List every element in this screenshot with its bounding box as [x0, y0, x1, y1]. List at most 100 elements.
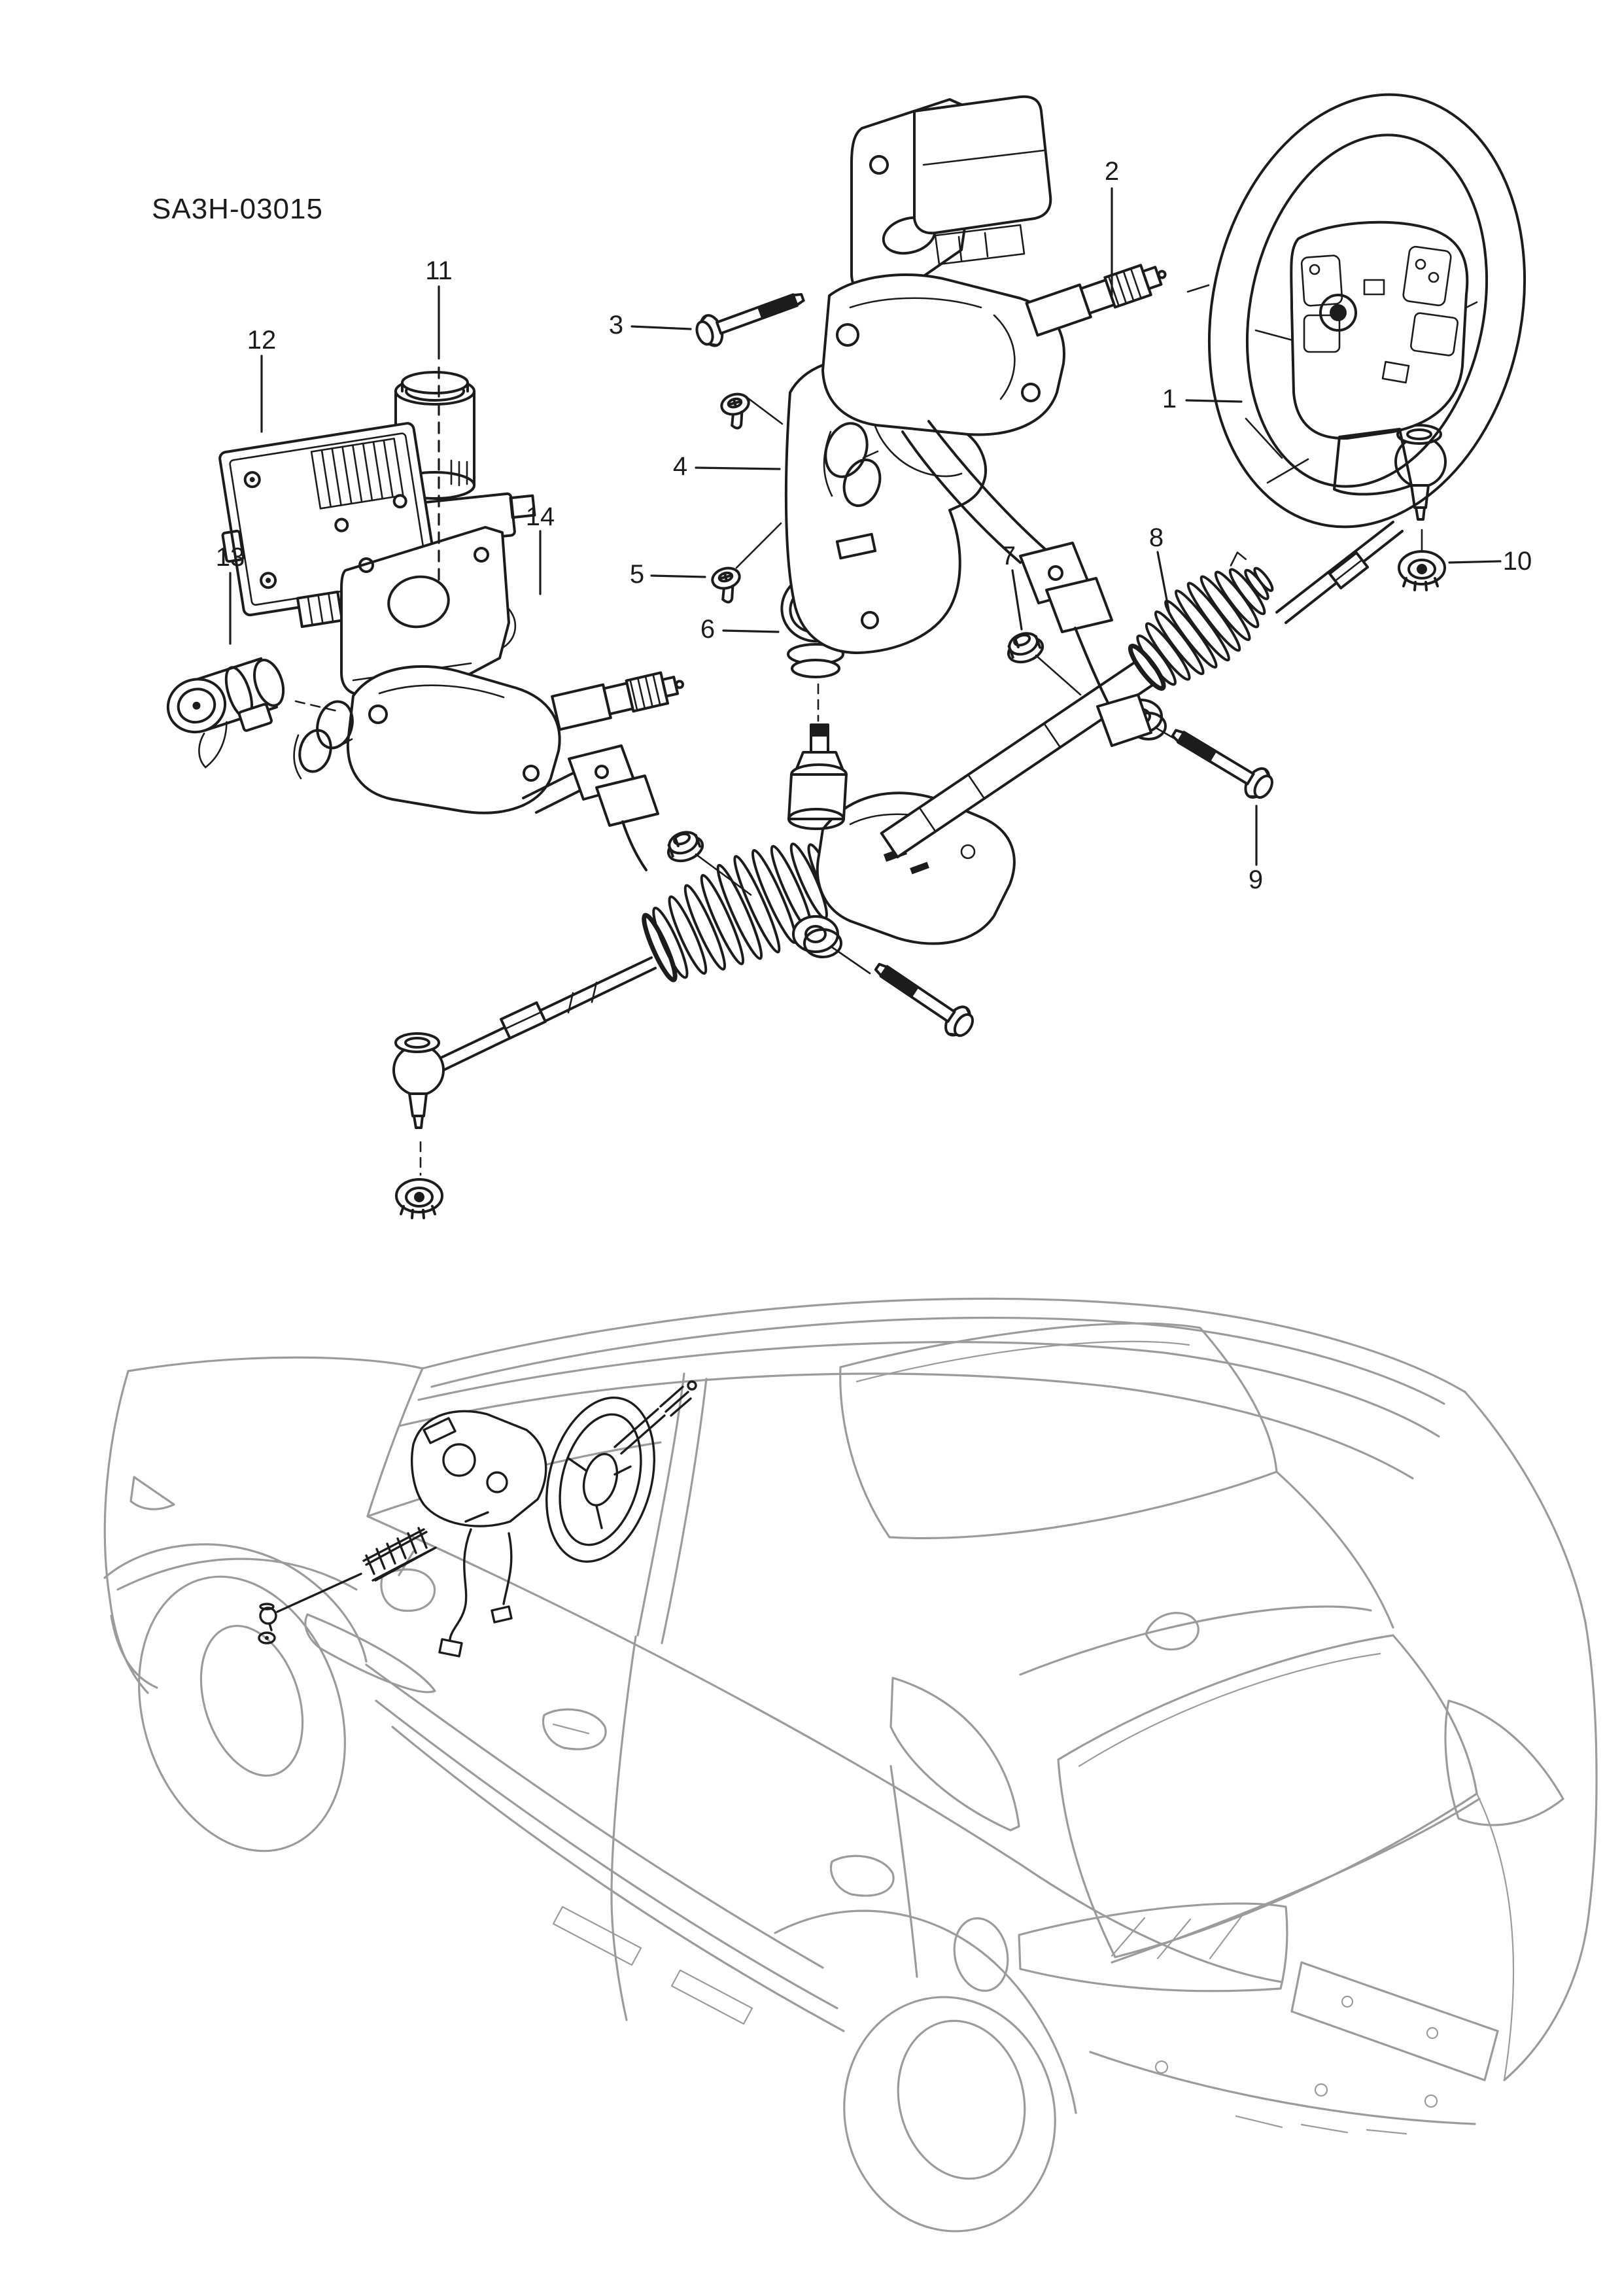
car-shark-fin-antenna	[1145, 1612, 1199, 1651]
car-front-door-handle-detail	[552, 1723, 590, 1735]
callout-2-steering-column-assembly: 2	[1105, 157, 1119, 186]
installed-column-shaft	[613, 1408, 666, 1455]
car-park-sensor	[1154, 2060, 1169, 2074]
installed-tie-rod-end	[259, 1607, 277, 1625]
car-headlight	[129, 1476, 175, 1510]
installed-steering-wheel-inner	[559, 1413, 642, 1546]
callout-14-steering-column-lower-assembly: 14	[526, 502, 555, 531]
car-spoiler-edge	[1019, 1605, 1372, 1676]
left-tie-rod-end-grommet	[395, 1178, 443, 1219]
callout-4-leader	[695, 466, 781, 470]
installed-eps-motor	[442, 1443, 476, 1477]
installed-grommet-dot	[265, 1636, 269, 1640]
installed-connector	[438, 1605, 513, 1658]
column-housing	[821, 273, 1065, 436]
callout-10-leader	[1448, 560, 1502, 564]
car-park-sensor	[1424, 2094, 1438, 2108]
car-sunroof-inner	[855, 1340, 1190, 1383]
car-tail-lamp-hatch	[1111, 1915, 1243, 1960]
wheel-center-boss	[1319, 294, 1357, 332]
left-mount-bushing	[792, 915, 839, 953]
car-rear-glass-inner	[1078, 1652, 1381, 1767]
callout-12-eps-control-module: 12	[247, 326, 277, 355]
callout-3-leader	[630, 325, 692, 330]
car-fender-crease	[116, 1557, 358, 1591]
installed-eps-detail	[486, 1471, 508, 1493]
car-rear-right-edge	[1464, 1391, 1598, 2081]
callout-3-column-mounting-bolt: 3	[609, 311, 623, 339]
rack-tube	[880, 659, 1154, 859]
callout-7-leader	[1011, 569, 1023, 631]
car-glass-band	[398, 1372, 1414, 1480]
installed-eps-unit	[411, 1410, 547, 1527]
car-bumper-corner	[1475, 1792, 1515, 2081]
car-rear-door-handle	[830, 1854, 895, 1897]
car-license-bolt	[1341, 1995, 1354, 2008]
part-steering-wheel	[1207, 93, 1527, 529]
installed-harness	[449, 1528, 513, 1641]
callout-8-steering-gear-assembly: 8	[1149, 523, 1164, 552]
callout-9-gear-mounting-bolt: 9	[1249, 865, 1263, 894]
column-lower-arms	[901, 420, 1054, 564]
part-column-mounting-bolt	[691, 281, 810, 352]
car-rocker-top	[365, 1663, 824, 1969]
lower-column-shaft	[551, 671, 685, 731]
car-park-sensor	[1314, 2083, 1328, 2097]
column-upper-shaft	[1025, 264, 1167, 337]
car-rear-wheel	[843, 1996, 1056, 2233]
car-rear-door-seam	[889, 1765, 918, 1978]
car-sunroof	[839, 1322, 1278, 1540]
car-tail-lamp-band	[1018, 1902, 1288, 1992]
vehicle-outline-illustration	[103, 1297, 1598, 2233]
left-inner-tie-rod	[438, 956, 657, 1071]
car-roof-rail	[430, 1316, 1445, 1405]
installed-shaft-splines	[659, 1385, 692, 1417]
car-a-pillar	[366, 1367, 424, 1518]
car-rear-wheel-rim	[897, 2019, 1026, 2180]
car-front-wheel	[138, 1575, 346, 1852]
part-ignition-lock-switch	[166, 657, 285, 769]
installed-rack-boot	[362, 1527, 434, 1582]
callout-1-leader	[1185, 399, 1243, 403]
car-rear-glass	[1057, 1634, 1478, 1958]
right-tie-rod-end	[1394, 424, 1447, 521]
car-mirror	[380, 1550, 436, 1612]
right-rack-boot	[1128, 551, 1274, 691]
pinion-shaft	[787, 723, 848, 830]
lower-column-housing	[346, 665, 561, 814]
car-license-recess	[1290, 1961, 1499, 2081]
right-tie-rod-end-grommet	[1398, 550, 1446, 591]
car-bumper-lower	[110, 1614, 158, 1689]
car-rear-bumper	[1089, 2051, 1476, 2125]
car-ip-beam	[304, 1613, 436, 1694]
left-tie-rod-end	[392, 1032, 445, 1129]
wheel-lower-spoke	[1333, 428, 1413, 496]
car-front-face	[103, 1370, 149, 1694]
eps-motor-box	[913, 95, 1052, 235]
car-right-tail-lamp	[1444, 1699, 1564, 1826]
installed-steering-assembly	[258, 1380, 697, 1658]
callout-8-leader	[1156, 551, 1171, 615]
lower-bracket-plate	[340, 526, 510, 697]
car-front-wheel-arch	[103, 1543, 368, 1663]
lower-u-joint	[316, 700, 354, 750]
left-lock-nut	[662, 826, 708, 867]
car-sill-a	[375, 1699, 838, 2009]
wheel-hub	[1290, 220, 1469, 440]
car-fuel-door	[953, 1917, 1009, 1992]
wheel-outer-rim	[1207, 93, 1527, 529]
car-liftgate-crease	[1111, 1798, 1481, 1964]
callout-13-ignition-lock-switch: 13	[216, 543, 245, 572]
installed-tie-rod-ring	[259, 1603, 275, 1610]
car-roofline	[421, 1297, 1466, 1393]
callout-11-steering-angle-sensor-unit: 11	[425, 256, 453, 285]
ignition-to-column-axis	[294, 700, 341, 713]
installed-shaft-tip	[687, 1380, 697, 1391]
right-mounting-bolt	[1165, 718, 1279, 805]
part-steering-column-lower	[293, 526, 685, 871]
installed-grommet	[258, 1631, 276, 1644]
